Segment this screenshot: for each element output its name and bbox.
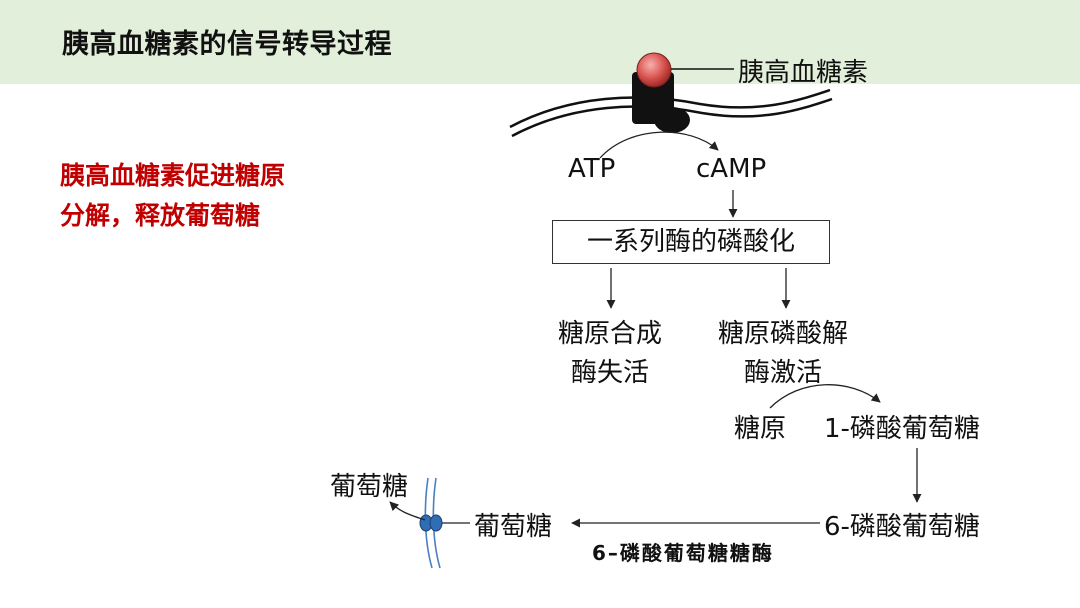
summary-line-1: 胰高血糖素促进糖原: [60, 161, 286, 190]
g6p-label: 6-磷酸葡萄糖: [824, 512, 980, 542]
glycogen-phosphorylase-label-1: 糖原磷酸解: [717, 319, 848, 349]
g6pase-label: 6–磷酸葡萄糖糖酶: [592, 541, 774, 565]
glycogen-synthase-label-2: 酶失活: [570, 358, 649, 388]
camp-label: cAMP: [696, 154, 767, 184]
atp-label: ATP: [568, 154, 616, 184]
glycogen-to-g1p-arrow: [769, 384, 881, 409]
phosphorylation-cascade-box: 一系列酶的磷酸化: [552, 220, 830, 264]
glucose-transporter-icon: [419, 514, 443, 532]
glycogen-synthase-label-1: 糖原合成: [557, 319, 662, 349]
glucagon-label: 胰高血糖素: [738, 58, 869, 88]
g1p-label: 1-磷酸葡萄糖: [824, 414, 980, 444]
transporter-to-glucose-arrow: [389, 501, 426, 521]
cell-membrane-outer: [509, 88, 831, 129]
glycogen-phosphorylase-label-2: 酶激活: [743, 358, 822, 388]
atp-to-camp-arrow: [599, 131, 719, 159]
summary-line-2: 分解，释放葡萄糖: [60, 201, 261, 230]
glycogen-label: 糖原: [734, 414, 787, 444]
page-title: 胰高血糖素的信号转导过程: [62, 29, 392, 60]
glucose-inside-label: 葡萄糖: [474, 512, 553, 542]
header-band: [0, 0, 1080, 84]
glucagon-ligand-icon: [636, 52, 672, 88]
glucose-outside-label: 葡萄糖: [330, 472, 409, 502]
cell-membrane-inner: [511, 97, 833, 138]
summary-text: 胰高血糖素促进糖原 分解，释放葡萄糖: [60, 156, 285, 236]
